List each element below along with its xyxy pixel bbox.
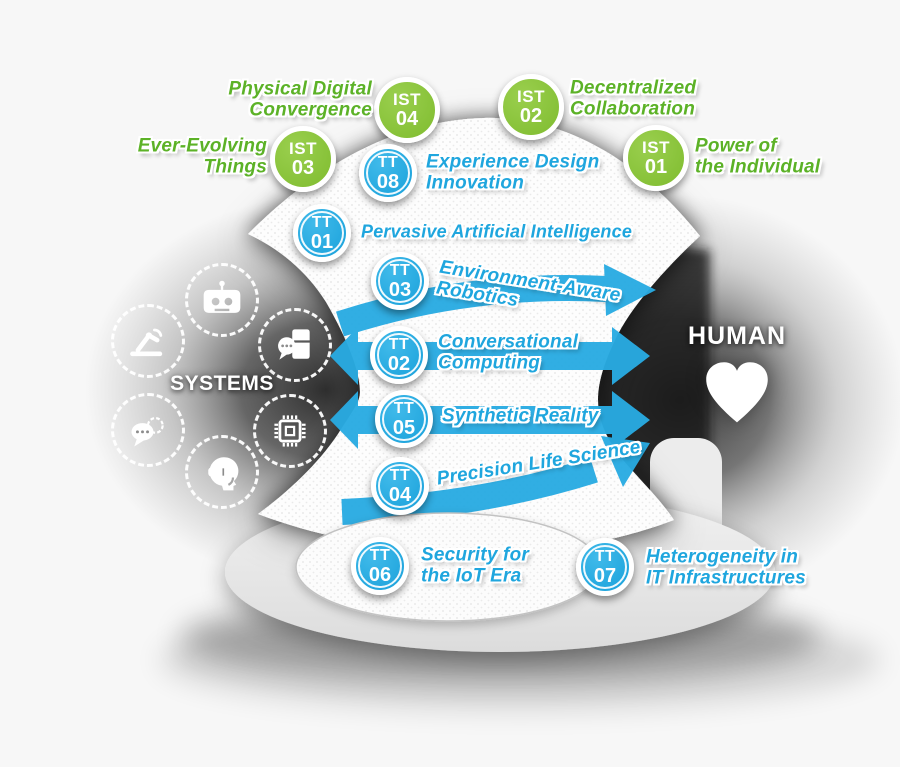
badge-number: 07 <box>593 564 617 587</box>
systems-icon-ring <box>111 393 185 467</box>
label-ist-01: Power of the Individual <box>695 135 821 177</box>
badge-ist-02: IST 02 <box>498 74 564 140</box>
badge-ist-04: IST 04 <box>374 77 440 143</box>
badge-number: 04 <box>388 483 412 506</box>
arrow-synthetic <box>330 391 650 449</box>
label-tt-01: Pervasive Artificial Intelligence <box>361 221 633 242</box>
badge-prefix: IST <box>393 90 421 109</box>
label-ist-04: Physical Digital Convergence <box>228 78 372 120</box>
badge-tt-08: TT 08 <box>359 144 417 202</box>
systems-icon-ring <box>258 308 332 382</box>
badge-number: 05 <box>392 416 416 439</box>
badge-prefix: TT <box>393 399 415 417</box>
robot-icon <box>203 280 241 313</box>
badge-number: 03 <box>291 157 315 179</box>
vr-headset-icon <box>208 457 239 491</box>
badge-prefix: TT <box>311 213 333 231</box>
badge-prefix: IST <box>517 87 545 106</box>
cpu-chip-icon <box>274 415 306 447</box>
badge-tt-03: TT 03 <box>371 252 429 310</box>
badge-number: 03 <box>388 278 412 301</box>
systems-icon-ring <box>253 394 327 468</box>
badge-number: 02 <box>519 105 543 127</box>
badge-prefix: TT <box>369 546 391 564</box>
badge-tt-04: TT 04 <box>371 457 429 515</box>
badge-prefix: TT <box>594 547 616 565</box>
arrow-precision-head <box>601 436 650 487</box>
systems-icon-ring <box>185 435 259 509</box>
label-ist-02: Decentralized Collaboration <box>570 77 697 119</box>
badge-number: 04 <box>395 108 419 130</box>
badge-tt-02: TT 02 <box>370 326 428 384</box>
badge-prefix: IST <box>642 138 670 157</box>
arrow-conversational <box>330 327 650 385</box>
badge-number: 02 <box>387 352 411 375</box>
systems-icon-ring <box>185 263 259 337</box>
badge-ist-01: IST 01 <box>623 125 689 191</box>
badge-number: 01 <box>644 156 668 178</box>
badge-prefix: TT <box>389 466 411 484</box>
badge-tt-01: TT 01 <box>293 204 351 262</box>
label-tt-07: Heterogeneity in IT Infrastructures <box>646 546 806 588</box>
label-tt-05: Synthetic Reality <box>442 405 599 427</box>
human-group-label: HUMAN <box>687 322 787 350</box>
label-tt-08: Experience Design Innovation <box>426 151 600 193</box>
badge-tt-06: TT 06 <box>351 537 409 595</box>
badge-tt-07: TT 07 <box>576 538 634 596</box>
label-tt-02: Conversational Computing <box>438 331 579 373</box>
smart-appliance-icon <box>278 329 310 360</box>
systems-icon-ring <box>111 304 185 378</box>
badge-prefix: TT <box>388 335 410 353</box>
flow-arrows <box>330 264 656 525</box>
arrow-precision <box>341 457 598 525</box>
badge-prefix: TT <box>377 153 399 171</box>
badge-prefix: TT <box>389 261 411 279</box>
badge-number: 06 <box>368 563 392 586</box>
badge-ist-03: IST 03 <box>270 126 336 192</box>
chat-bubbles-icon <box>131 416 164 447</box>
systems-group-label: SYSTEMS <box>170 372 274 395</box>
badge-tt-05: TT 05 <box>375 390 433 448</box>
badge-number: 01 <box>310 230 334 253</box>
heart-icon <box>706 362 768 423</box>
badge-number: 08 <box>376 170 400 193</box>
label-ist-03: Ever-Evolving Things <box>137 135 267 177</box>
label-tt-06: Security for the IoT Era <box>421 544 529 586</box>
badge-prefix: IST <box>289 139 317 158</box>
arrow-robotics-head <box>604 264 656 316</box>
robotic-arm-icon <box>130 328 163 357</box>
arrow-robotics <box>336 275 607 337</box>
